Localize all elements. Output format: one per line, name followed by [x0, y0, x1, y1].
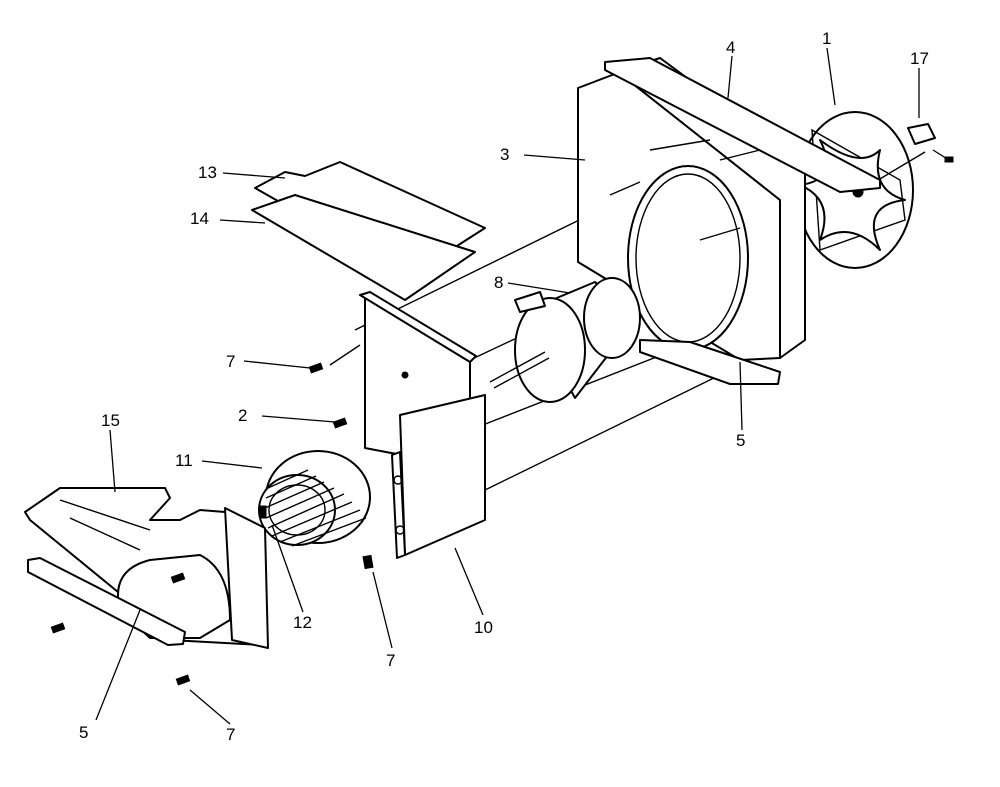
wheel-setscrew-part: [259, 505, 267, 519]
callout-8: 8: [494, 273, 503, 292]
fan-motor-part: [489, 277, 641, 403]
callout-12: 12: [293, 613, 312, 632]
callout-11: 11: [175, 451, 193, 470]
callout-5-left: 5: [79, 723, 88, 742]
callout-7-middle: 7: [386, 651, 395, 670]
fan-clip-part: [907, 123, 954, 163]
callout-4: 4: [726, 38, 735, 57]
callout-10: 10: [474, 618, 493, 637]
callout-14: 14: [190, 209, 209, 228]
callout-1: 1: [822, 29, 831, 48]
blower-side-panel-part: [391, 394, 486, 559]
insulation-panel-14-part: [251, 194, 476, 301]
callout-15: 15: [101, 411, 120, 430]
callout-5-right: 5: [736, 431, 745, 450]
callout-13: 13: [198, 163, 217, 182]
top-rail-part: [604, 57, 881, 193]
callout-2: 2: [238, 406, 247, 425]
callout-17: 17: [910, 49, 929, 68]
callout-7-bottom: 7: [226, 725, 235, 744]
base-rail-right-part: [639, 339, 781, 385]
blower-wheel-part: [258, 450, 371, 547]
screw-parts: [50, 362, 374, 686]
callout-7-top: 7: [226, 352, 235, 371]
callout-labels: 1 2 3 4 5 5 7 7 7 8 10 11 12 13 14 15 17: [79, 29, 929, 744]
callout-3: 3: [500, 145, 509, 164]
leader-lines: [95, 47, 920, 725]
base-rail-left-part: [27, 557, 186, 646]
